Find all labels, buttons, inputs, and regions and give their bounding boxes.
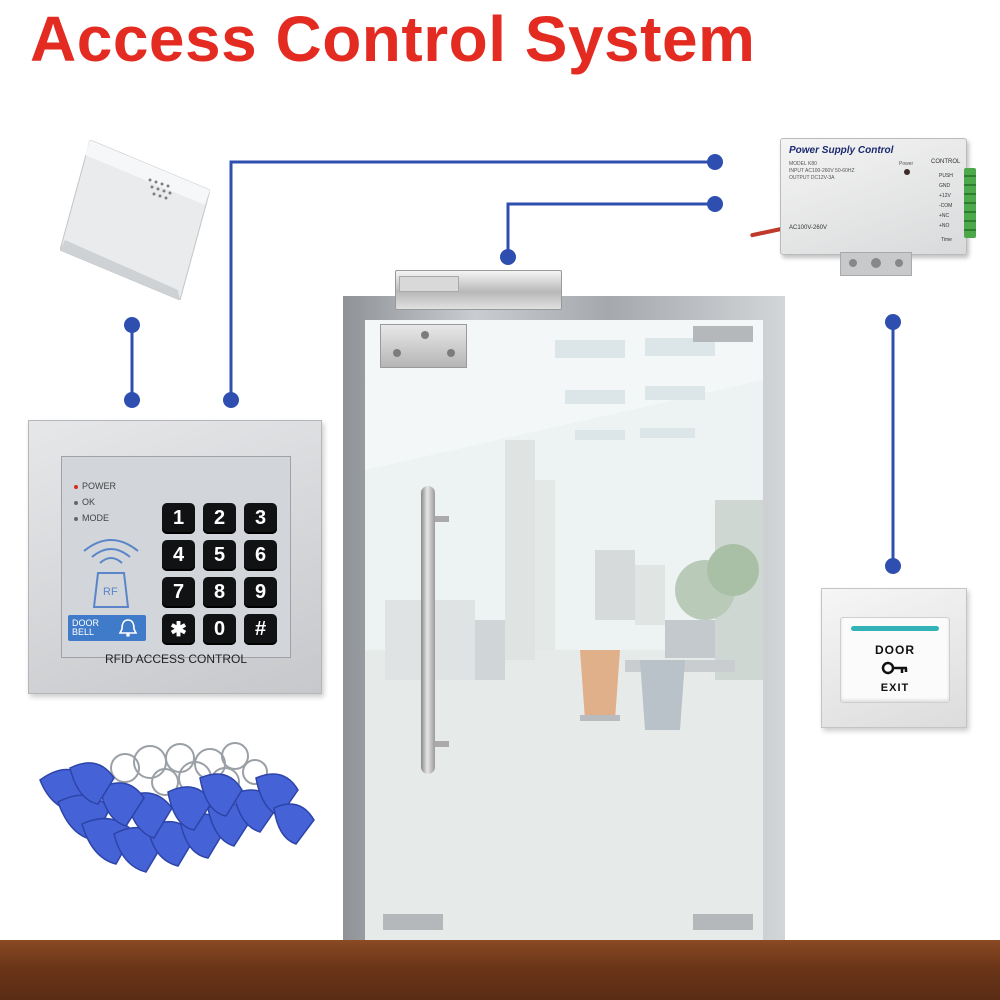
bolt-icon	[393, 349, 401, 357]
wire-lock-psu	[506, 202, 715, 257]
key-2[interactable]: 2	[203, 503, 236, 534]
lock-bracket	[380, 324, 467, 368]
wire-node	[500, 249, 516, 265]
indicator-label: MODE	[82, 513, 109, 523]
terminal-label: -COM	[939, 203, 953, 209]
key-4[interactable]: 4	[162, 540, 195, 571]
handle-mount	[435, 741, 449, 747]
wire-node	[885, 314, 901, 330]
doorbell-icon	[60, 140, 210, 300]
bolt-icon	[895, 259, 903, 267]
power-label: Power	[899, 161, 914, 167]
wire-node	[124, 392, 140, 408]
bolt-icon	[871, 258, 881, 268]
door-exit-button[interactable]: DOOR EXIT	[840, 617, 950, 703]
terminal-label: +NO	[939, 223, 950, 229]
power-supply-title: Power Supply Control	[789, 145, 894, 156]
power-supply-spec: INPUT AC100-260V 50-60HZ	[789, 168, 855, 174]
control-label: CONTROL	[931, 159, 961, 165]
key-hash[interactable]: #	[244, 614, 277, 645]
indicator-label: OK	[82, 497, 96, 507]
wire-keypad-psu	[229, 160, 715, 400]
power-led-icon	[904, 169, 910, 175]
key-7[interactable]: 7	[162, 577, 195, 608]
key-icon	[881, 661, 908, 675]
exit-button-line2: EXIT	[880, 682, 910, 694]
door-hinge	[693, 326, 753, 342]
ok-led-icon	[74, 501, 78, 505]
rf-label: RF	[103, 586, 118, 598]
time-label: Time	[941, 237, 952, 243]
rfid-fob-icon	[39, 742, 315, 873]
mode-led-icon	[74, 517, 78, 521]
wire-node	[707, 196, 723, 212]
power-supply: Power Supply Control MODEL K80 INPUT AC1…	[749, 138, 980, 278]
key-star[interactable]: ✱	[162, 614, 195, 645]
keypad-face: POWER OK MODE RF 1 2 3 4 5 6 7 8 9 ✱ 0 #…	[61, 456, 291, 666]
key-6[interactable]: 6	[244, 540, 277, 571]
rfid-keypad: POWER OK MODE RF 1 2 3 4 5 6 7 8 9 ✱ 0 #…	[28, 420, 322, 694]
bell-icon	[118, 619, 138, 637]
terminal-block	[964, 168, 976, 238]
door-handle[interactable]	[421, 486, 435, 774]
key-0[interactable]: 0	[203, 614, 236, 645]
power-supply-spec: OUTPUT DC12V-3A	[789, 175, 835, 181]
key-5[interactable]: 5	[203, 540, 236, 571]
door-hinge	[383, 914, 443, 930]
key-1[interactable]: 1	[162, 503, 195, 534]
wire-node	[885, 558, 901, 574]
exit-button-line1: DOOR	[875, 643, 915, 657]
mounting-bracket	[840, 252, 912, 276]
doorbell-button-label: DOOR BELL	[72, 618, 99, 637]
page-title: Access Control System	[30, 3, 756, 75]
bolt-icon	[849, 259, 857, 267]
indicator-label: POWER	[82, 481, 117, 491]
lock-label-plate	[399, 276, 459, 292]
key-8[interactable]: 8	[203, 577, 236, 608]
glass-door	[343, 296, 785, 942]
handle-mount	[435, 516, 449, 522]
terminal-label: GND	[939, 183, 951, 189]
power-supply-spec: MODEL K80	[789, 161, 817, 167]
bolt-icon	[421, 331, 429, 339]
exit-indicator-bar	[851, 626, 939, 631]
terminal-label: +12V	[939, 193, 951, 199]
rfid-wave-icon	[83, 539, 139, 608]
keypad-label: RFID ACCESS CONTROL	[104, 652, 248, 666]
key-9[interactable]: 9	[244, 577, 277, 608]
power-led-icon	[74, 485, 78, 489]
bolt-icon	[447, 349, 455, 357]
wooden-floor	[0, 940, 1000, 1000]
power-supply-box: Power Supply Control MODEL K80 INPUT AC1…	[780, 138, 967, 255]
office-interior	[365, 320, 763, 942]
key-3[interactable]: 3	[244, 503, 277, 534]
wire-node	[124, 317, 140, 333]
door-exit-plate: DOOR EXIT	[821, 588, 967, 728]
wire-node	[223, 392, 239, 408]
terminal-label: PUSH	[939, 173, 953, 179]
terminal-label: +NC	[939, 213, 950, 219]
doorbell-button[interactable]: DOOR BELL	[68, 615, 146, 641]
wire-node	[707, 154, 723, 170]
magnetic-lock	[380, 270, 575, 368]
ac-input-label: AC100V-260V	[789, 225, 828, 231]
door-hinge	[693, 914, 753, 930]
